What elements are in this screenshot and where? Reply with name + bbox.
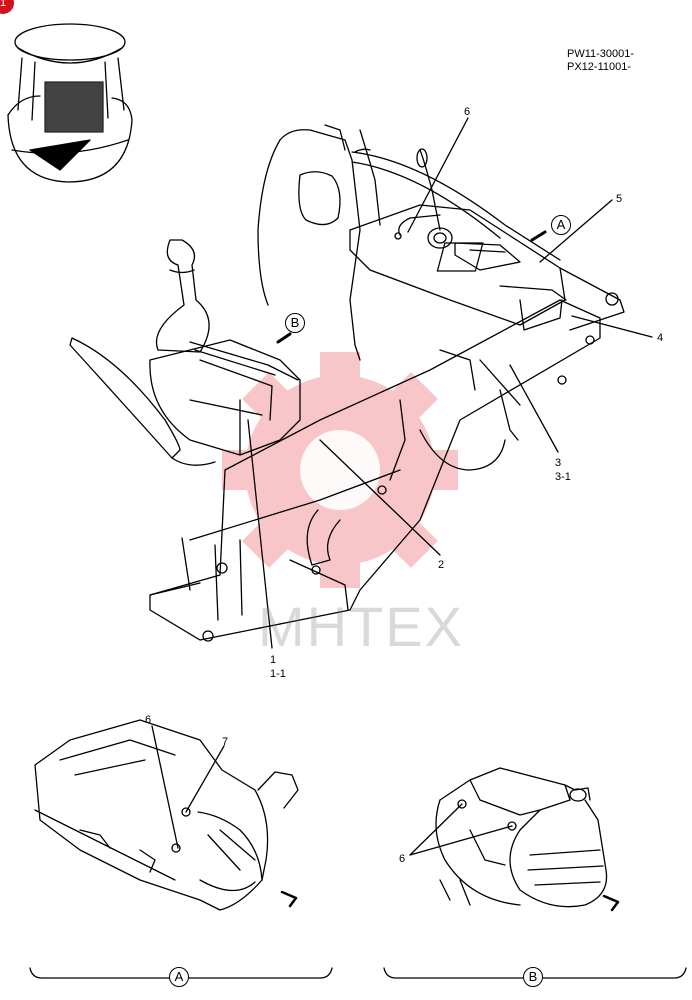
callout-4: 4: [657, 332, 664, 344]
callout-3: 3: [555, 457, 562, 469]
view-label-a: A: [169, 967, 189, 987]
machine-thumbnail: [7, 23, 133, 183]
view-marker-a-top: A: [551, 215, 571, 235]
view-label-b: B: [523, 967, 543, 987]
base-frame: [149, 299, 601, 641]
callout-3-1: 3-1: [555, 471, 571, 483]
view-marker-b-top: B: [285, 313, 305, 333]
left-console: [149, 339, 301, 456]
callout-1: 1: [270, 654, 277, 666]
page-badge: 1: [0, 0, 14, 14]
watermark-text: MHTEX: [258, 595, 464, 658]
callout-1-1: 1-1: [270, 668, 286, 680]
callout-6-view-a: 6: [145, 714, 152, 726]
callout-5: 5: [616, 193, 623, 205]
view-b-drawing: [435, 767, 608, 908]
serial-1: PW11-30001-: [567, 48, 635, 60]
serial-2: PX12-11001-: [567, 61, 632, 73]
right-console: [349, 204, 566, 326]
callout-6-view-b: 6: [399, 853, 406, 865]
callout-6-top: 6: [464, 106, 471, 118]
view-a-drawing: [34, 719, 299, 911]
callout-2: 2: [438, 559, 445, 571]
callout-7: 7: [222, 736, 229, 748]
